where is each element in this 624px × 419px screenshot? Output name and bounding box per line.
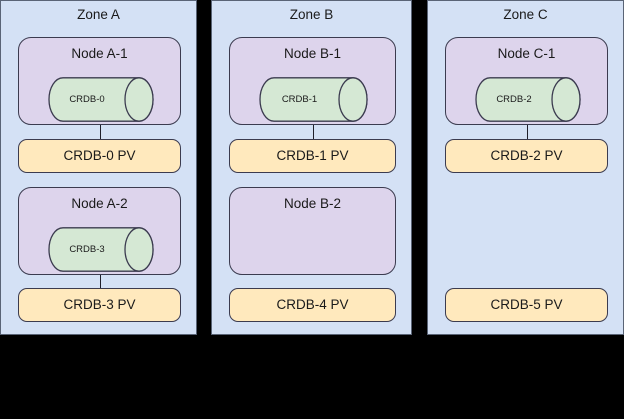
node-title: Node C-1: [497, 46, 556, 61]
cylinder-crdb-1: CRDB-1: [259, 77, 368, 122]
node-title: Node A-2: [71, 196, 128, 211]
cylinder-crdb-3: CRDB-3: [48, 227, 154, 272]
connector-line: [99, 275, 101, 288]
pv-label: CRDB-4 PV: [276, 297, 349, 312]
pv-label: CRDB-0 PV: [63, 148, 136, 163]
pv-crdb-0-pv: CRDB-0 PV: [18, 139, 181, 173]
cylinder-crdb-2: CRDB-2: [475, 77, 581, 122]
pv-crdb-1-pv: CRDB-1 PV: [229, 139, 396, 173]
connector-line: [99, 125, 101, 139]
pv-label: CRDB-2 PV: [490, 148, 563, 163]
zone-title: Zone C: [503, 7, 548, 22]
zone-title: Zone B: [289, 7, 334, 22]
node-title: Node B-1: [283, 46, 342, 61]
connector-line: [312, 125, 314, 139]
connector-line: [526, 125, 528, 139]
node-title: Node B-2: [283, 196, 342, 211]
node-node-b-2: Node B-2: [229, 187, 396, 275]
pv-crdb-2-pv: CRDB-2 PV: [445, 139, 608, 173]
pv-crdb-3-pv: CRDB-3 PV: [18, 288, 181, 322]
zone-title: Zone A: [77, 7, 120, 22]
pv-crdb-4-pv: CRDB-4 PV: [229, 288, 396, 322]
pv-crdb-5-pv: CRDB-5 PV: [445, 288, 608, 322]
pv-label: CRDB-3 PV: [63, 297, 136, 312]
node-title: Node A-1: [71, 46, 128, 61]
pv-label: CRDB-5 PV: [490, 297, 563, 312]
pv-label: CRDB-1 PV: [276, 148, 349, 163]
cylinder-crdb-0: CRDB-0: [48, 77, 154, 122]
